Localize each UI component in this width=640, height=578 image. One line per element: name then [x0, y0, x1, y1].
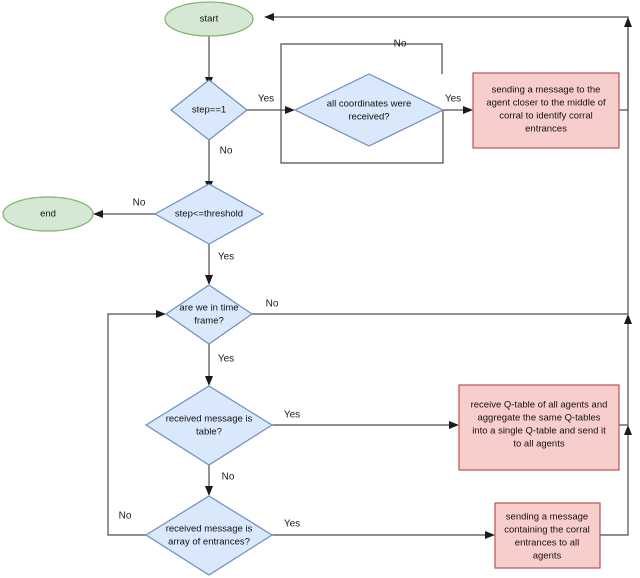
edge-msg-array-yes — [272, 531, 495, 539]
node-send-entrances-line3: entrances to all — [515, 538, 579, 549]
node-msg-is-table-line1: received message is — [166, 414, 253, 425]
edge-label-all-coords-yes: Yes — [445, 94, 461, 105]
node-all-coords-label-line1: all coordinates were — [327, 99, 412, 110]
node-send-entrances-line1: sending a message — [506, 512, 588, 523]
node-time-frame-line1: are we in time — [179, 303, 238, 314]
node-send-entrances[interactable]: sending a message containing the corral … — [494, 502, 601, 569]
node-start-label: start — [200, 14, 219, 25]
node-msg-is-table-line2: table? — [196, 427, 222, 438]
node-step-le-threshold[interactable]: step<=threshold — [153, 183, 265, 245]
node-end-label: end — [40, 209, 56, 220]
edge-label-all-coords-no: No — [394, 39, 407, 50]
node-msg-is-array-line2: array of entrances? — [168, 537, 250, 548]
node-send-mid-line2: agent closer to the middle of — [486, 98, 606, 109]
node-send-mid-line4: entrances — [525, 124, 567, 135]
node-agg-qtable[interactable]: receive Q-table of all agents and aggreg… — [458, 384, 620, 471]
edge-step-le-thr-yes — [205, 244, 213, 285]
edge-send-entr-to-rail — [600, 425, 632, 536]
node-time-frame-line2: frame? — [194, 316, 224, 327]
edge-label-msg-table-yes: Yes — [284, 410, 300, 421]
edge-label-msg-table-no: No — [222, 472, 235, 483]
edge-label-step-eq-1-yes: Yes — [258, 94, 274, 105]
edge-label-msg-array-no: No — [119, 511, 132, 522]
node-step-eq-1[interactable]: step==1 — [170, 79, 248, 141]
edge-all-coords-yes — [443, 106, 473, 114]
edge-agg-qtable-to-rail — [619, 314, 632, 426]
node-send-mid-line3: corral to identify corral — [499, 111, 592, 122]
node-agg-qtable-line2: aggregate the same Q-tables — [477, 413, 600, 424]
node-start[interactable]: start — [164, 1, 254, 37]
node-send-mid-line1: sending a message to the — [492, 85, 601, 96]
edge-msg-table-no — [205, 465, 213, 496]
node-agg-qtable-line3: into a single Q-table and send it — [472, 426, 606, 437]
edge-msg-array-no — [107, 310, 166, 536]
edge-msg-table-yes — [272, 421, 459, 429]
node-msg-is-array[interactable]: received message is array of entrances? — [144, 495, 274, 576]
node-end[interactable]: end — [2, 196, 94, 232]
node-step-eq-1-label: step==1 — [192, 105, 226, 116]
node-all-coords-label-line2: received? — [348, 112, 389, 123]
edge-all-coords-no-loop — [280, 43, 444, 164]
edge-label-step-le-thr-yes: Yes — [218, 252, 234, 263]
node-time-frame[interactable]: are we in time frame? — [164, 284, 254, 345]
edge-label-time-frame-yes: Yes — [218, 354, 234, 365]
node-agg-qtable-line1: receive Q-table of all agents and — [471, 400, 608, 411]
node-step-le-threshold-label: step<=threshold — [175, 209, 243, 220]
node-agg-qtable-line4: to all agents — [513, 439, 564, 450]
node-all-coords[interactable]: all coordinates were received? — [293, 73, 445, 147]
node-send-entrances-line2: containing the corral — [504, 525, 590, 536]
edge-label-msg-array-yes: Yes — [284, 519, 300, 530]
node-msg-is-array-line1: received message is — [166, 524, 253, 535]
edge-step-eq-1-yes — [247, 106, 295, 114]
node-send-entrances-line4: agents — [533, 551, 562, 562]
edge-label-step-le-thr-no: No — [133, 198, 146, 209]
node-msg-is-table[interactable]: received message is table? — [144, 385, 274, 466]
node-send-mid[interactable]: sending a message to the agent closer to… — [472, 72, 620, 149]
edge-label-step-eq-1-no: No — [220, 146, 233, 157]
edge-time-frame-yes — [205, 344, 213, 386]
edge-label-time-frame-no: No — [266, 299, 279, 310]
